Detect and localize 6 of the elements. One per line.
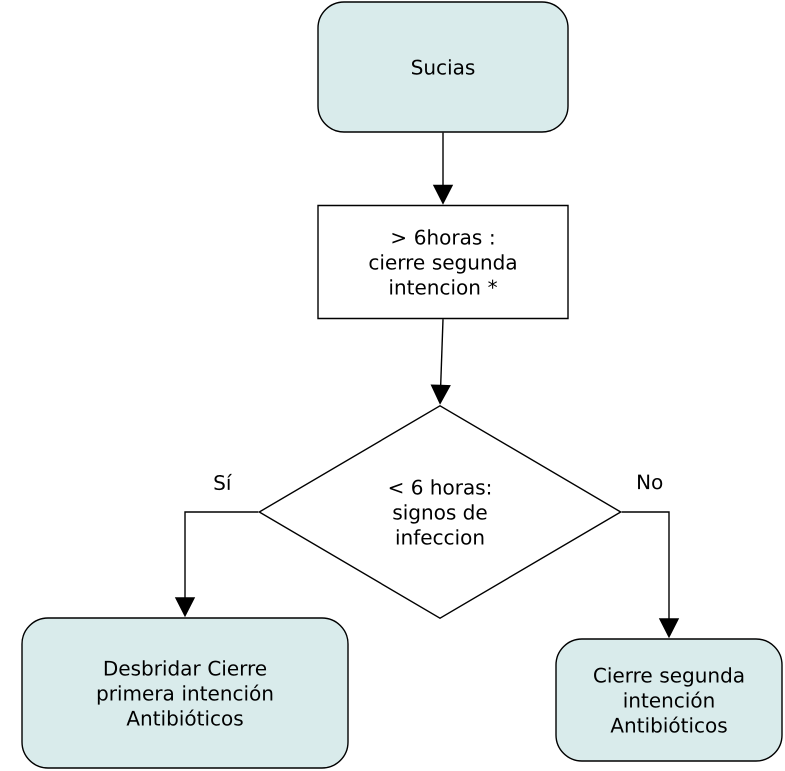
rounded-box: Desbridar Cierre primera intención Antibióticos [21, 617, 349, 769]
process-box: > 6horas : cierre segunda intencion * [317, 204, 569, 320]
rounded-box: Sucias [317, 1, 569, 133]
edge-label: No [635, 474, 664, 490]
edge-label: Sí [212, 472, 232, 492]
rounded-box: Cierre segunda intención Antibióticos [555, 638, 783, 762]
